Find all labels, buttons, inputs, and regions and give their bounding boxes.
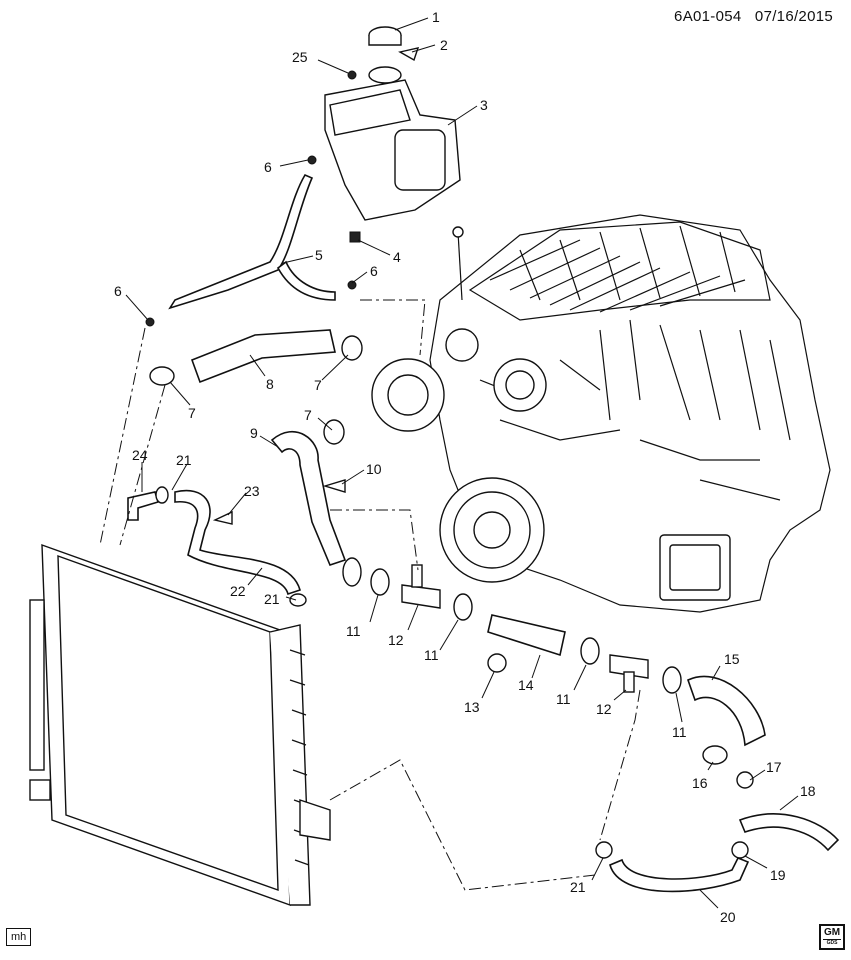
callout-7-left: 7: [188, 405, 196, 421]
callout-9: 9: [250, 425, 258, 441]
callout-2: 2: [440, 37, 448, 53]
callout-1: 1: [432, 9, 440, 25]
callout-12-b: 12: [596, 701, 612, 717]
callout-19: 19: [770, 867, 786, 883]
callout-leaders: [125, 17, 799, 909]
engine-assembly: [371, 214, 831, 613]
coolant-surge-tank: [324, 26, 461, 243]
callout-17: 17: [766, 759, 782, 775]
callout-10: 10: [366, 461, 382, 477]
callout-22: 22: [230, 583, 246, 599]
callout-6-left: 6: [114, 283, 122, 299]
callout-5: 5: [315, 247, 323, 263]
callout-3: 3: [480, 97, 488, 113]
callout-11-d: 11: [672, 724, 687, 740]
callout-11-b: 11: [424, 647, 439, 663]
callout-18: 18: [800, 783, 816, 799]
callout-11-a: 11: [346, 623, 361, 639]
callout-12-a: 12: [388, 632, 404, 648]
callout-20: 20: [720, 909, 736, 925]
callout-6-right: 6: [370, 263, 378, 279]
callout-21-top: 21: [176, 452, 192, 468]
callout-11-c: 11: [556, 691, 571, 707]
brand-logo-sub: GDS: [823, 939, 841, 946]
callout-25: 25: [292, 49, 308, 65]
diagram-id: 6A01-054: [674, 8, 742, 25]
callout-14: 14: [518, 677, 534, 693]
callout-21-mid: 21: [264, 591, 280, 607]
brand-logo-text: GM: [823, 927, 841, 938]
callout-16: 16: [692, 775, 708, 791]
radiator: [29, 543, 331, 907]
callout-8: 8: [266, 376, 274, 392]
callout-15: 15: [724, 651, 740, 667]
callout-6-top: 6: [264, 159, 272, 175]
routing-lines: [99, 299, 641, 891]
callout-24: 24: [132, 447, 148, 463]
gm-logo-icon: GM GDS: [819, 924, 845, 950]
coolant-hoses: [127, 173, 840, 893]
callout-7-upper: 7: [314, 377, 322, 393]
callout-13: 13: [464, 699, 480, 715]
callout-4: 4: [393, 249, 401, 265]
callout-23: 23: [244, 483, 260, 499]
callout-21-bottom: 21: [570, 879, 586, 895]
callout-7-mid: 7: [304, 407, 312, 423]
initials-box: mh: [6, 928, 32, 946]
diagram-header: 6A01-054 07/16/2015: [674, 8, 833, 25]
callout-labels: 1 2 3 4 5 6 6 6 7 7 7 8 9 10 11 11 11 11…: [114, 9, 816, 925]
diagram-date: 07/16/2015: [754, 8, 833, 25]
clamps-fittings: [145, 155, 754, 859]
